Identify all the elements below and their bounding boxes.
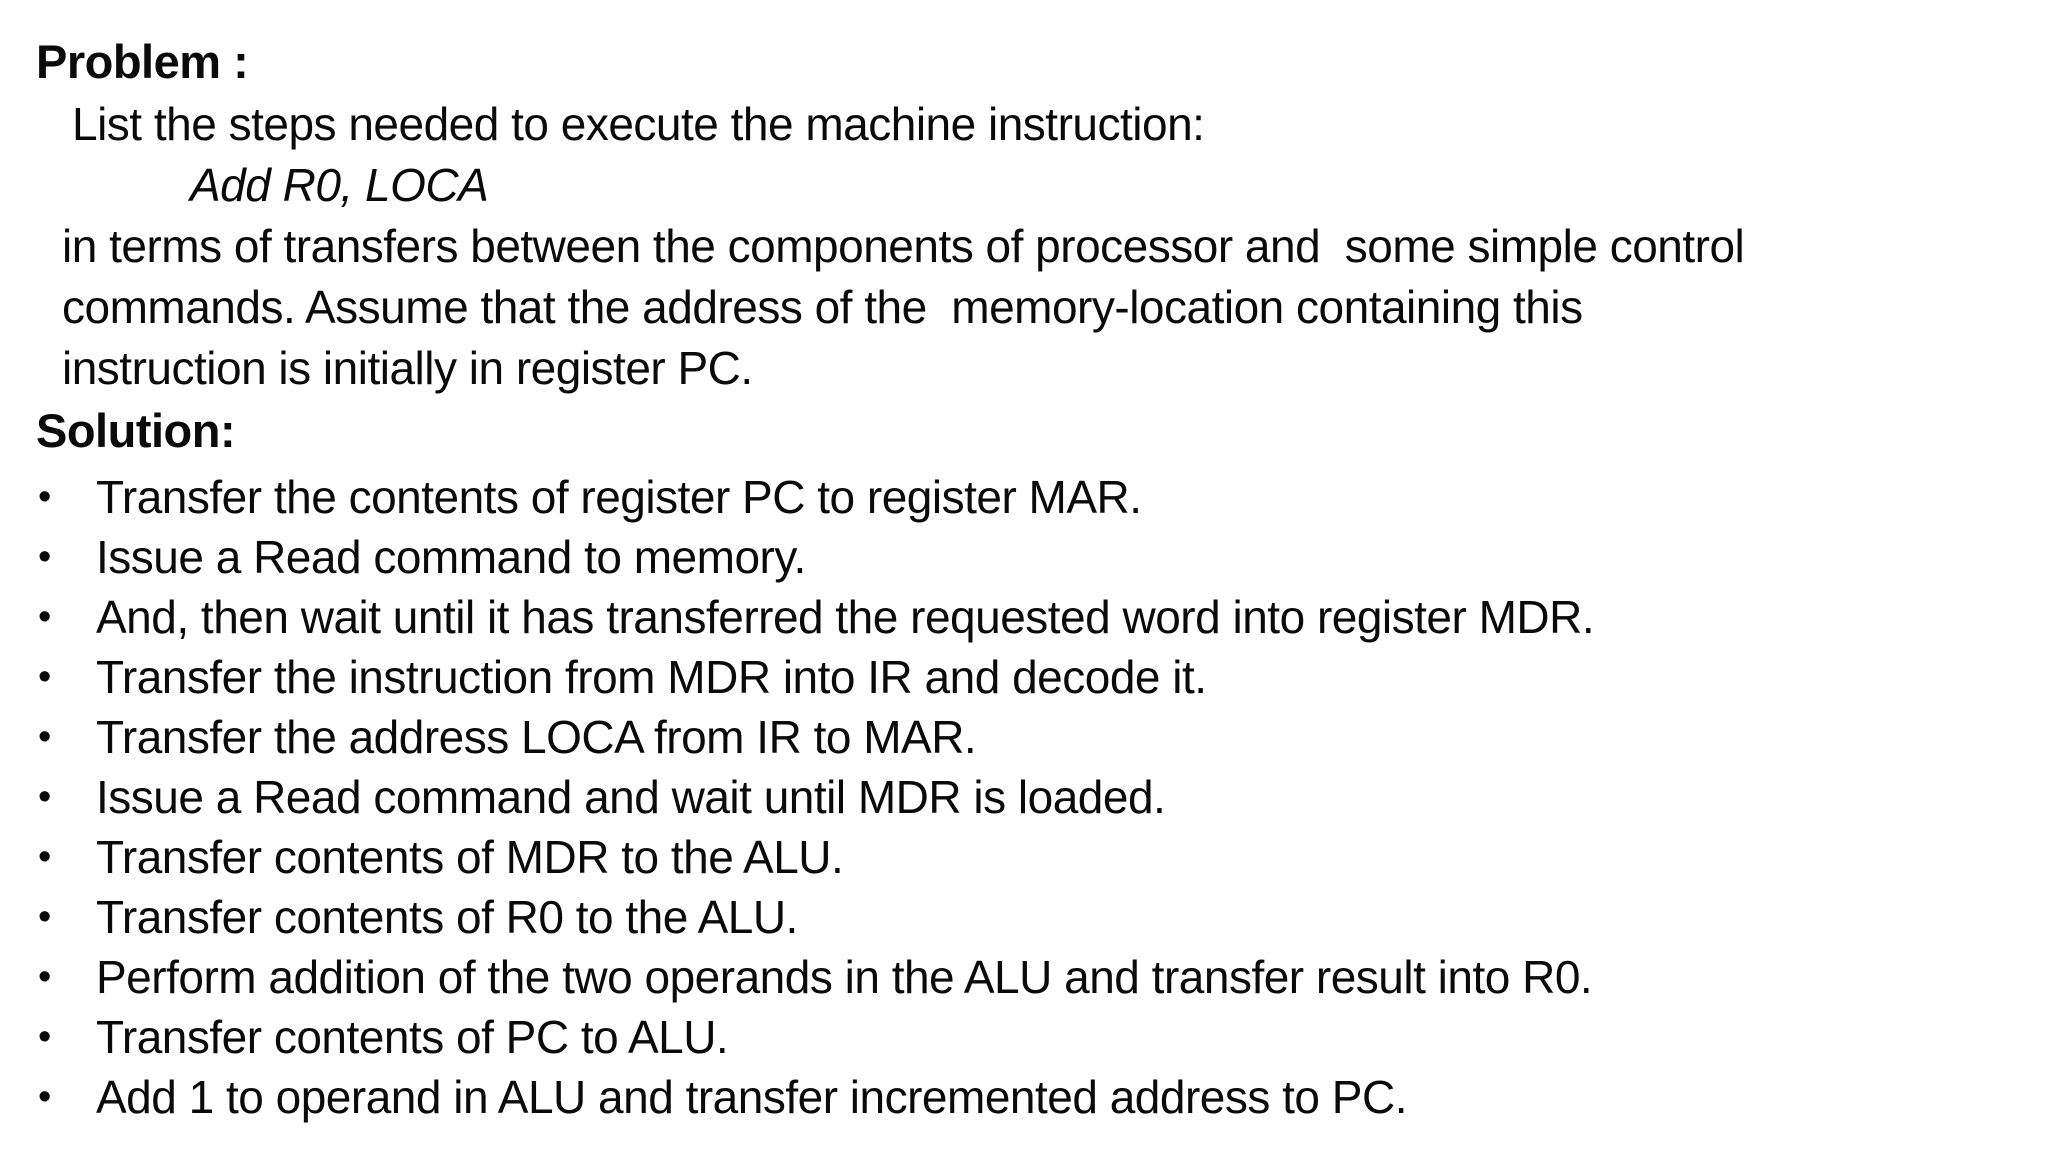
- solution-step-text: Perform addition of the two operands in …: [96, 951, 1593, 1003]
- problem-body-line-3: instruction is initially in register PC.: [62, 342, 753, 394]
- solution-step-item: • Transfer the address LOCA from IR to M…: [36, 707, 2028, 767]
- solution-step-item: • Transfer the contents of register PC t…: [36, 467, 2028, 527]
- solution-step-text: Transfer contents of R0 to the ALU.: [96, 891, 798, 943]
- bullet-marker-icon: •: [38, 956, 51, 998]
- solution-step-item: • Issue a Read command and wait until MD…: [36, 767, 2028, 827]
- bullet-marker-icon: •: [38, 1016, 51, 1058]
- solution-step-item: • And, then wait until it has transferre…: [36, 587, 2028, 647]
- machine-instruction-line: Add R0, LOCA: [190, 159, 489, 211]
- solution-step-item: • Transfer contents of R0 to the ALU.: [36, 887, 2028, 947]
- bullet-marker-icon: •: [38, 716, 51, 758]
- solution-step-text: Add 1 to operand in ALU and transfer inc…: [96, 1071, 1407, 1123]
- bullet-marker-icon: •: [38, 596, 51, 638]
- solution-step-text: Issue a Read command and wait until MDR …: [96, 771, 1166, 823]
- solution-step-text: Transfer the instruction from MDR into I…: [96, 651, 1207, 703]
- problem-body-line-2: commands. Assume that the address of the…: [62, 281, 1583, 333]
- solution-steps-list: • Transfer the contents of register PC t…: [36, 467, 2028, 1127]
- solution-step-item: • Add 1 to operand in ALU and transfer i…: [36, 1067, 2028, 1127]
- solution-step-text: Transfer contents of MDR to the ALU.: [96, 831, 844, 883]
- solution-step-text: Transfer the contents of register PC to …: [96, 471, 1142, 523]
- bullet-marker-icon: •: [38, 896, 51, 938]
- solution-step-text: Transfer the address LOCA from IR to MAR…: [96, 711, 977, 763]
- solution-step-item: • Issue a Read command to memory.: [36, 527, 2028, 587]
- solution-step-text: Transfer contents of PC to ALU.: [96, 1011, 729, 1063]
- solution-step-text: And, then wait until it has transferred …: [96, 591, 1595, 643]
- solution-heading: Solution:: [36, 404, 236, 457]
- solution-step-item: • Transfer the instruction from MDR into…: [36, 647, 2028, 707]
- solution-step-text: Issue a Read command to memory.: [96, 531, 806, 583]
- bullet-marker-icon: •: [38, 656, 51, 698]
- bullet-marker-icon: •: [38, 476, 51, 518]
- solution-step-item: • Transfer contents of PC to ALU.: [36, 1007, 2028, 1067]
- problem-heading: Problem :: [36, 35, 249, 88]
- bullet-marker-icon: •: [38, 1076, 51, 1118]
- solution-step-item: • Transfer contents of MDR to the ALU.: [36, 827, 2028, 887]
- bullet-marker-icon: •: [38, 776, 51, 818]
- problem-body-line-1: in terms of transfers between the compon…: [62, 220, 1745, 272]
- solution-step-item: • Perform addition of the two operands i…: [36, 947, 2028, 1007]
- bullet-marker-icon: •: [38, 536, 51, 578]
- problem-intro-line: List the steps needed to execute the mac…: [72, 98, 1205, 150]
- bullet-marker-icon: •: [38, 836, 51, 878]
